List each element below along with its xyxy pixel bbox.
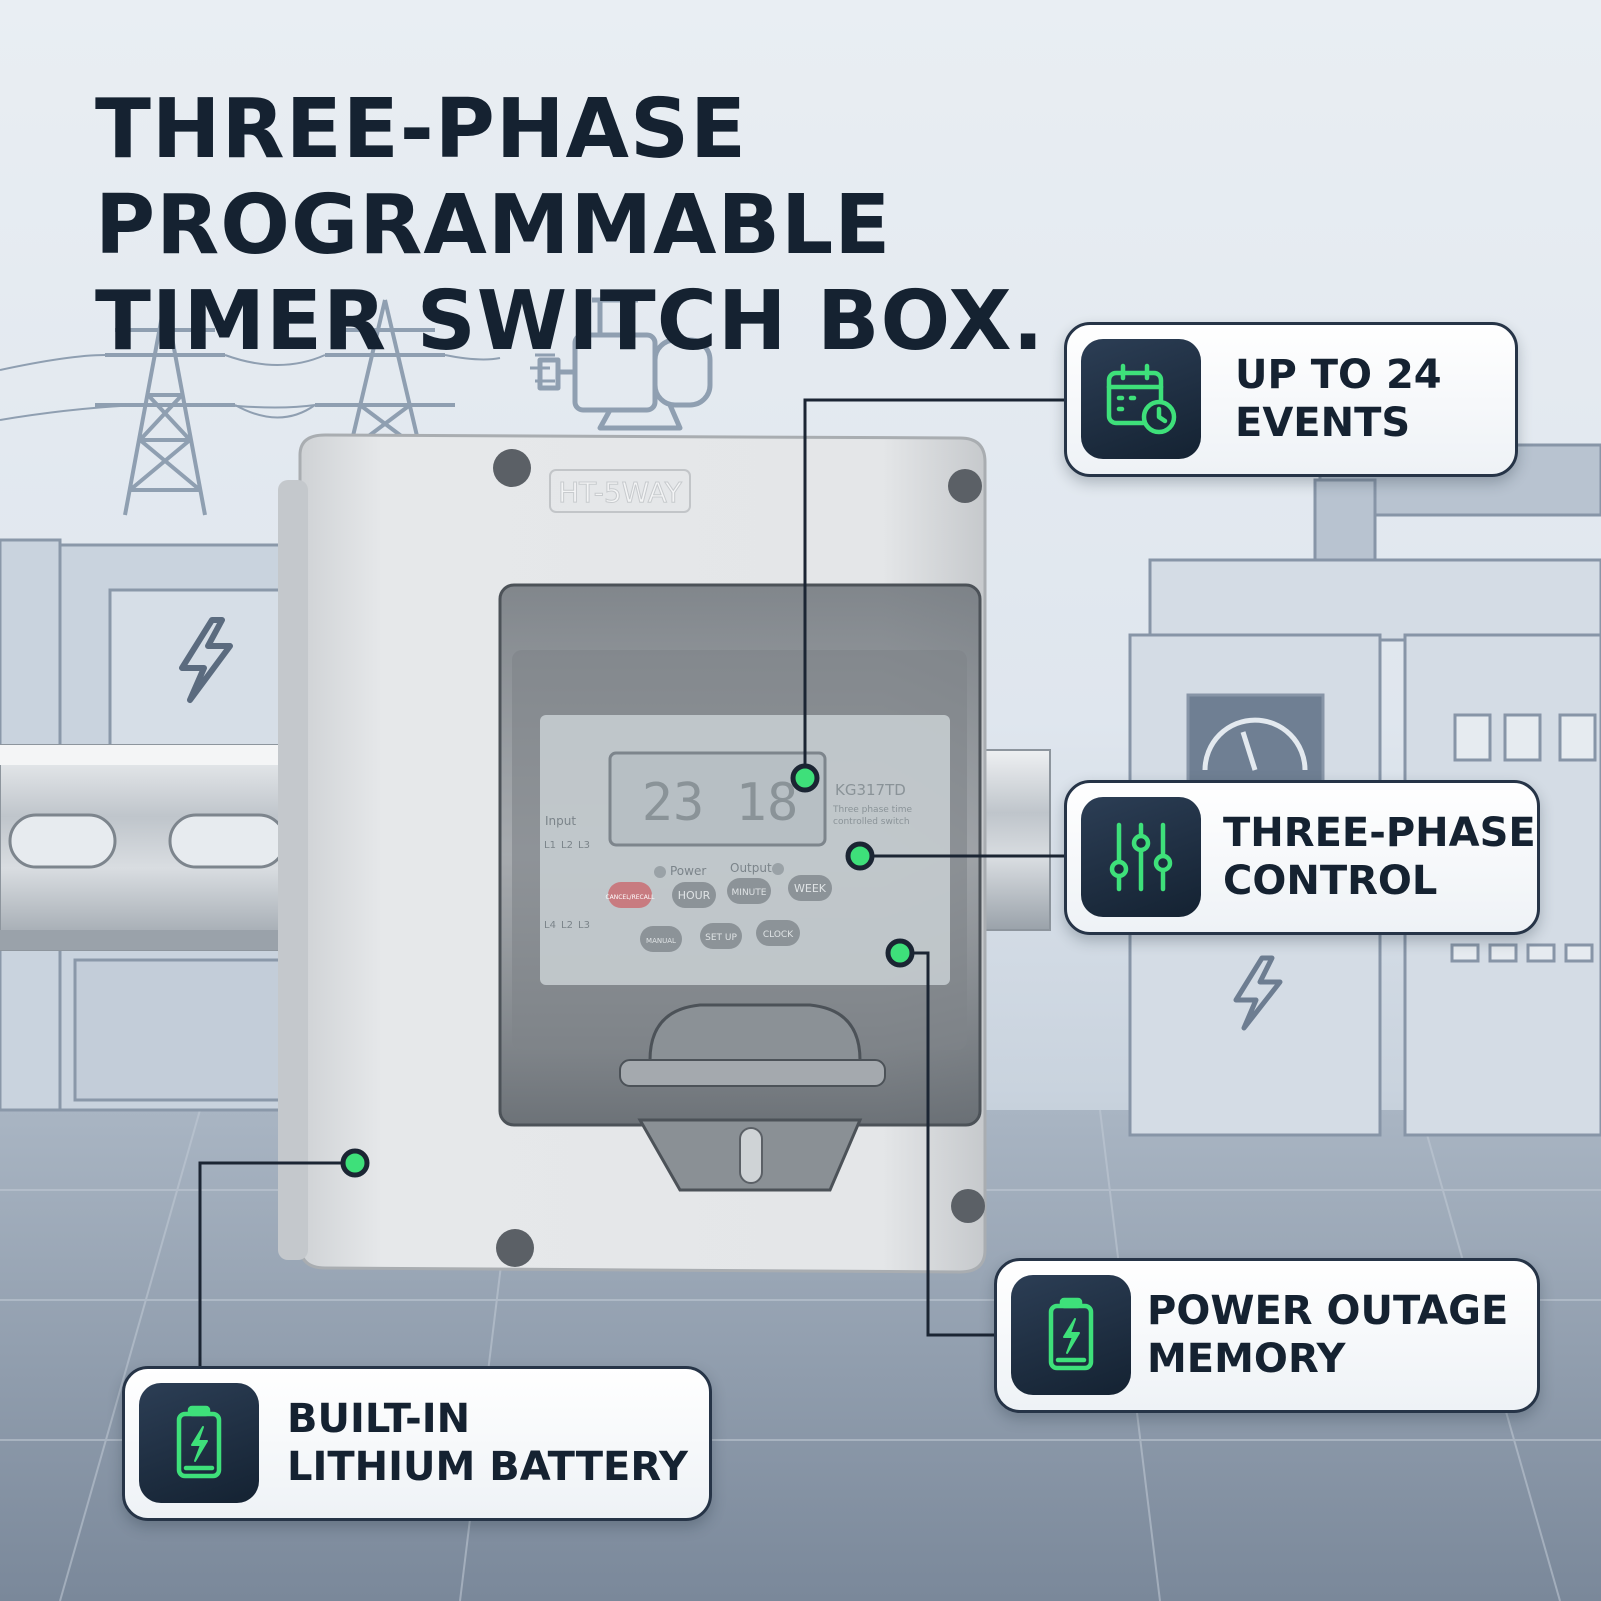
button-manual: MANUAL <box>646 937 676 945</box>
headline-line-2: TIMER SWITCH BOX. <box>95 274 1045 369</box>
lightning-icon <box>1233 955 1283 1031</box>
headline-line-1: THREE-PHASE PROGRAMMABLE <box>95 82 892 273</box>
timer-model-caption-2: controlled switch <box>833 817 910 827</box>
button-minute: MINUTE <box>732 888 767 898</box>
phase-label-bottom-2: L2 <box>561 920 573 931</box>
feature-icon-tile <box>139 1383 259 1503</box>
headline: THREE-PHASE PROGRAMMABLE TIMER SWITCH BO… <box>95 82 1555 370</box>
power-indicator-label: Power <box>670 864 706 878</box>
feature-label-line-1: UP TO 24 <box>1235 352 1442 398</box>
feature-label: POWER OUTAGE MEMORY <box>1147 1287 1508 1383</box>
motor-pump-icon <box>530 297 713 431</box>
feature-label-line-1: POWER OUTAGE <box>1147 1288 1509 1334</box>
timer-model-caption-1: Three phase time <box>832 805 912 815</box>
feature-label: THREE-PHASE CONTROL <box>1223 809 1536 905</box>
feature-callout-power-outage: POWER OUTAGE MEMORY <box>994 1258 1540 1413</box>
feature-label-line-2: MEMORY <box>1147 1336 1346 1382</box>
feature-callout-battery: BUILT-IN LITHIUM BATTERY <box>122 1366 712 1521</box>
input-label: Input <box>545 814 576 828</box>
button-cancel-recall: CANCEL/RECALL <box>605 894 655 901</box>
feature-label: UP TO 24 EVENTS <box>1235 351 1442 447</box>
feature-label-line-2: LITHIUM BATTERY <box>287 1444 688 1490</box>
calendar-clock-icon <box>1106 363 1177 435</box>
timer-model-label: KG317TD <box>835 781 906 799</box>
feature-label-line-1: THREE-PHASE <box>1223 810 1536 856</box>
phase-label-l1: L1 <box>544 840 556 851</box>
feature-icon-tile <box>1011 1275 1131 1395</box>
button-hour: HOUR <box>678 889 711 902</box>
feature-label: BUILT-IN LITHIUM BATTERY <box>287 1395 688 1491</box>
button-clock: CLOCK <box>763 930 794 940</box>
feature-label-line-2: CONTROL <box>1223 858 1438 904</box>
battery-charge-icon <box>176 1405 222 1479</box>
hotspot-dots <box>340 763 915 1178</box>
feature-callout-events: UP TO 24 EVENTS <box>1064 322 1518 477</box>
enclosure-model-label: HT-5WAY <box>558 476 683 509</box>
lcd-time-readout: 23 18 <box>642 773 799 833</box>
phase-label-bottom-1: L4 <box>544 920 556 931</box>
button-setup: SET UP <box>705 933 737 943</box>
phase-label-l3: L3 <box>578 840 590 851</box>
timer-faceplate: 23 18 KG317TD Three phase time controlle… <box>544 751 912 952</box>
sliders-icon <box>1109 822 1173 892</box>
feature-label-line-1: BUILT-IN <box>287 1396 471 1442</box>
feature-icon-tile <box>1081 339 1201 459</box>
feature-icon-tile <box>1081 797 1201 917</box>
phase-label-l2: L2 <box>561 840 573 851</box>
feature-callout-three-phase: THREE-PHASE CONTROL <box>1064 780 1540 935</box>
feature-label-line-2: EVENTS <box>1235 400 1411 446</box>
lightning-icon <box>179 617 233 703</box>
output-indicator-label: Output <box>730 861 772 875</box>
battery-charge-icon <box>1048 1297 1094 1371</box>
timer-buttons: CANCEL/RECALL HOUR MINUTE WEEK MANUAL SE… <box>605 875 832 952</box>
din-rail <box>0 744 1051 951</box>
button-week: WEEK <box>794 882 827 895</box>
phase-label-bottom-3: L3 <box>578 920 590 931</box>
